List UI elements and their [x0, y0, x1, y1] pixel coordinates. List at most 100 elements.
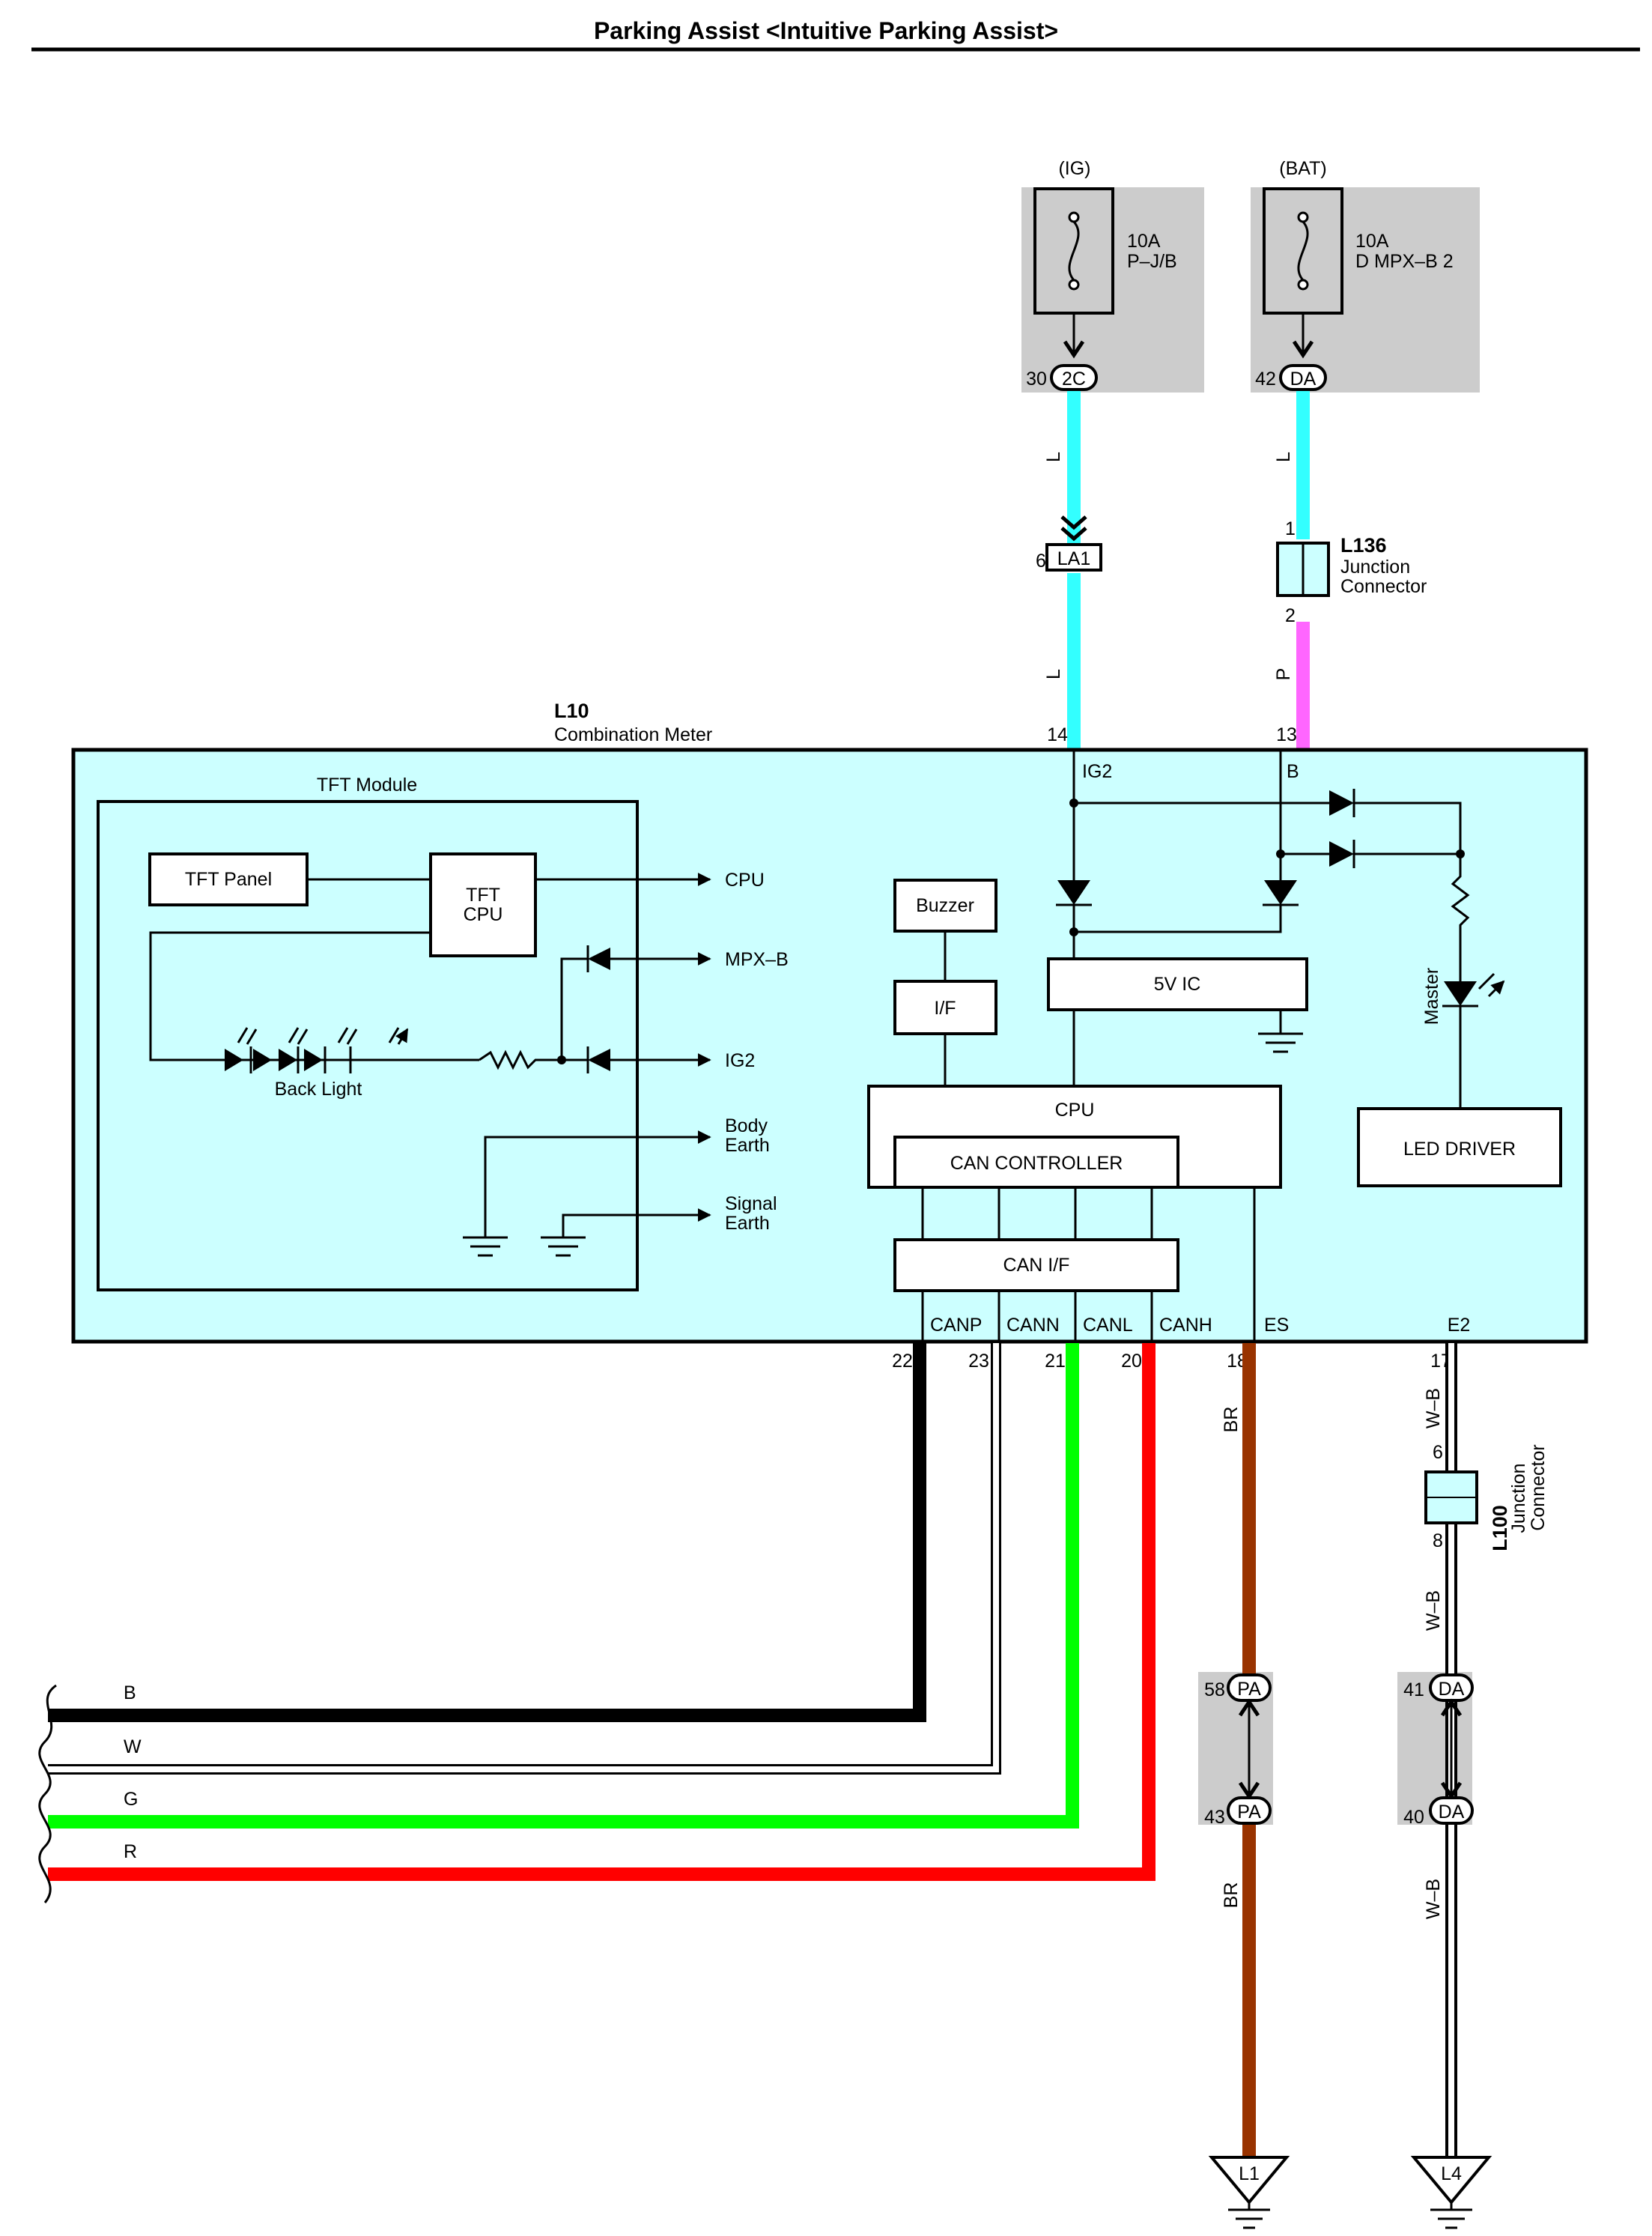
tft-panel	[148, 852, 309, 906]
pin-14: 14	[1047, 724, 1068, 745]
wire-ig-label-2: L	[1043, 669, 1064, 679]
term-canl: CANL	[1083, 1315, 1133, 1336]
fuse-ig-name: P–J/B	[1127, 251, 1177, 272]
ground-l1: L1	[1239, 2163, 1260, 2184]
da-label-top: DA	[1439, 1679, 1465, 1700]
l136-id: L136	[1340, 534, 1387, 557]
tft-out-mpxb: MPX–B	[725, 949, 789, 970]
la1-label: LA1	[1057, 548, 1090, 569]
wb-label-2: W–B	[1423, 1590, 1444, 1631]
master-label: Master	[1421, 968, 1442, 1025]
can-controller-label: CAN CONTROLLER	[950, 1153, 1123, 1174]
wire-ig-feed: L L 6 LA1	[1036, 391, 1102, 749]
l136-pin-in: 1	[1285, 518, 1296, 539]
tft-cpu	[429, 852, 537, 957]
da-label-bot: DA	[1439, 1802, 1465, 1823]
pa-pin-bot: 43	[1204, 1807, 1225, 1828]
pa-label-bot: PA	[1237, 1802, 1261, 1823]
bus-label-g: G	[124, 1789, 138, 1810]
ig2-term: IG2	[1082, 761, 1112, 782]
tft-module: TFT Module TFT Panel TFT CPU CPU Back Li…	[97, 775, 789, 1291]
pin-21: 21	[1045, 1351, 1066, 1372]
body-earth-1: Body	[725, 1115, 768, 1136]
wb-label-3: W–B	[1423, 1879, 1444, 1919]
wire-bat-label-2: P	[1273, 668, 1294, 681]
backlight-leds	[225, 1028, 407, 1073]
l100-desc2: Connector	[1528, 1444, 1549, 1530]
page-title: Parking Assist <Intuitive Parking Assist…	[594, 17, 1058, 44]
l100-id: L100	[1489, 1505, 1511, 1551]
b-term: B	[1287, 761, 1299, 782]
tft-cpu-label2: CPU	[464, 904, 503, 925]
term-canh: CANH	[1159, 1315, 1212, 1336]
br-label-1: BR	[1221, 1407, 1242, 1433]
signal-earth-1: Signal	[725, 1193, 777, 1214]
wire-bat-feed: L P 1 2 L136 Junction Connector	[1273, 391, 1427, 749]
l136-desc1: Junction	[1340, 557, 1410, 578]
combination-meter	[71, 748, 1588, 1344]
bus-label-b: B	[124, 1682, 136, 1703]
fuse-ig-rating: 10A	[1127, 231, 1161, 252]
signal-earth-2: Earth	[725, 1213, 770, 1234]
ic5v-label: 5V IC	[1154, 974, 1201, 995]
can-if-label: CAN I/F	[1003, 1255, 1070, 1276]
fuse-bat-name: D MPX–B 2	[1355, 251, 1454, 272]
led-driver-label: LED DRIVER	[1403, 1139, 1516, 1160]
l136-pin-out: 2	[1285, 605, 1296, 626]
led-driver	[1357, 1107, 1562, 1187]
wb-label-1: W–B	[1423, 1388, 1444, 1428]
back-light-label: Back Light	[275, 1079, 362, 1100]
if-label: I/F	[934, 998, 956, 1019]
l10-id: L10	[554, 700, 589, 722]
la1-pin: 6	[1036, 551, 1046, 572]
can-bus-wires: B W G R	[38, 1343, 1156, 1903]
fuse-ig-connector	[1050, 364, 1098, 391]
cpu-label: CPU	[1055, 1100, 1095, 1121]
wire-e2: W–B W–B W–B 6 8 L100 Junction Connector …	[1397, 1343, 1549, 2229]
tft-title: TFT Module	[317, 775, 417, 796]
br-label-2: BR	[1221, 1882, 1242, 1909]
wire-es: BR BR 58 PA 43 PA L1	[1198, 1343, 1290, 2229]
pa-pin-top: 58	[1204, 1679, 1225, 1700]
tft-out-cpu: CPU	[725, 870, 765, 891]
fuse-bat-connector-label: DA	[1290, 369, 1317, 390]
pin-23: 23	[968, 1351, 989, 1372]
body-earth-2: Earth	[725, 1135, 770, 1156]
l136-desc2: Connector	[1340, 576, 1427, 597]
pa-label-top: PA	[1237, 1679, 1261, 1700]
wire-bat-label-1: L	[1273, 452, 1294, 462]
term-cann: CANN	[1006, 1315, 1060, 1336]
pin-20: 20	[1121, 1351, 1142, 1372]
ic5v-block	[1047, 957, 1308, 1011]
term-e2: E2	[1448, 1315, 1471, 1336]
fuse-ig-connector-label: 2C	[1062, 369, 1086, 390]
pin-22: 22	[892, 1351, 913, 1372]
wire-ig-label-1: L	[1043, 452, 1064, 462]
fuse-ig-source: (IG)	[1058, 158, 1090, 179]
pin-13: 13	[1276, 724, 1297, 745]
fuse-bat-rating: 10A	[1355, 231, 1389, 252]
bus-label-r: R	[124, 1841, 137, 1862]
buzzer-label: Buzzer	[916, 895, 974, 916]
term-es: ES	[1264, 1315, 1289, 1336]
tft-cpu-label1: TFT	[466, 885, 500, 906]
l100-pin-in: 6	[1433, 1442, 1443, 1463]
l100-pin-out: 8	[1433, 1530, 1443, 1551]
l10-desc: Combination Meter	[554, 724, 712, 745]
tft-out-ig2: IG2	[725, 1050, 755, 1071]
can-if	[893, 1238, 1179, 1292]
fuse-bat-pin: 42	[1255, 369, 1276, 390]
da-pin-bot: 40	[1403, 1807, 1424, 1828]
l100-desc1: Junction	[1508, 1463, 1529, 1533]
fuse-ig: (IG) 10A P–J/B 30 2C	[1021, 158, 1204, 393]
fuse-ig-pin: 30	[1026, 369, 1047, 390]
can-controller	[893, 1136, 1179, 1189]
tft-panel-label: TFT Panel	[185, 869, 272, 890]
fuse-bat-connector	[1279, 364, 1327, 391]
da-pin-top: 41	[1403, 1679, 1424, 1700]
fuse-bat: (BAT) 10A D MPX–B 2 42 DA	[1251, 158, 1480, 393]
la1-connector	[1045, 543, 1102, 572]
ground-l4: L4	[1441, 2163, 1462, 2184]
term-canp: CANP	[930, 1315, 982, 1336]
